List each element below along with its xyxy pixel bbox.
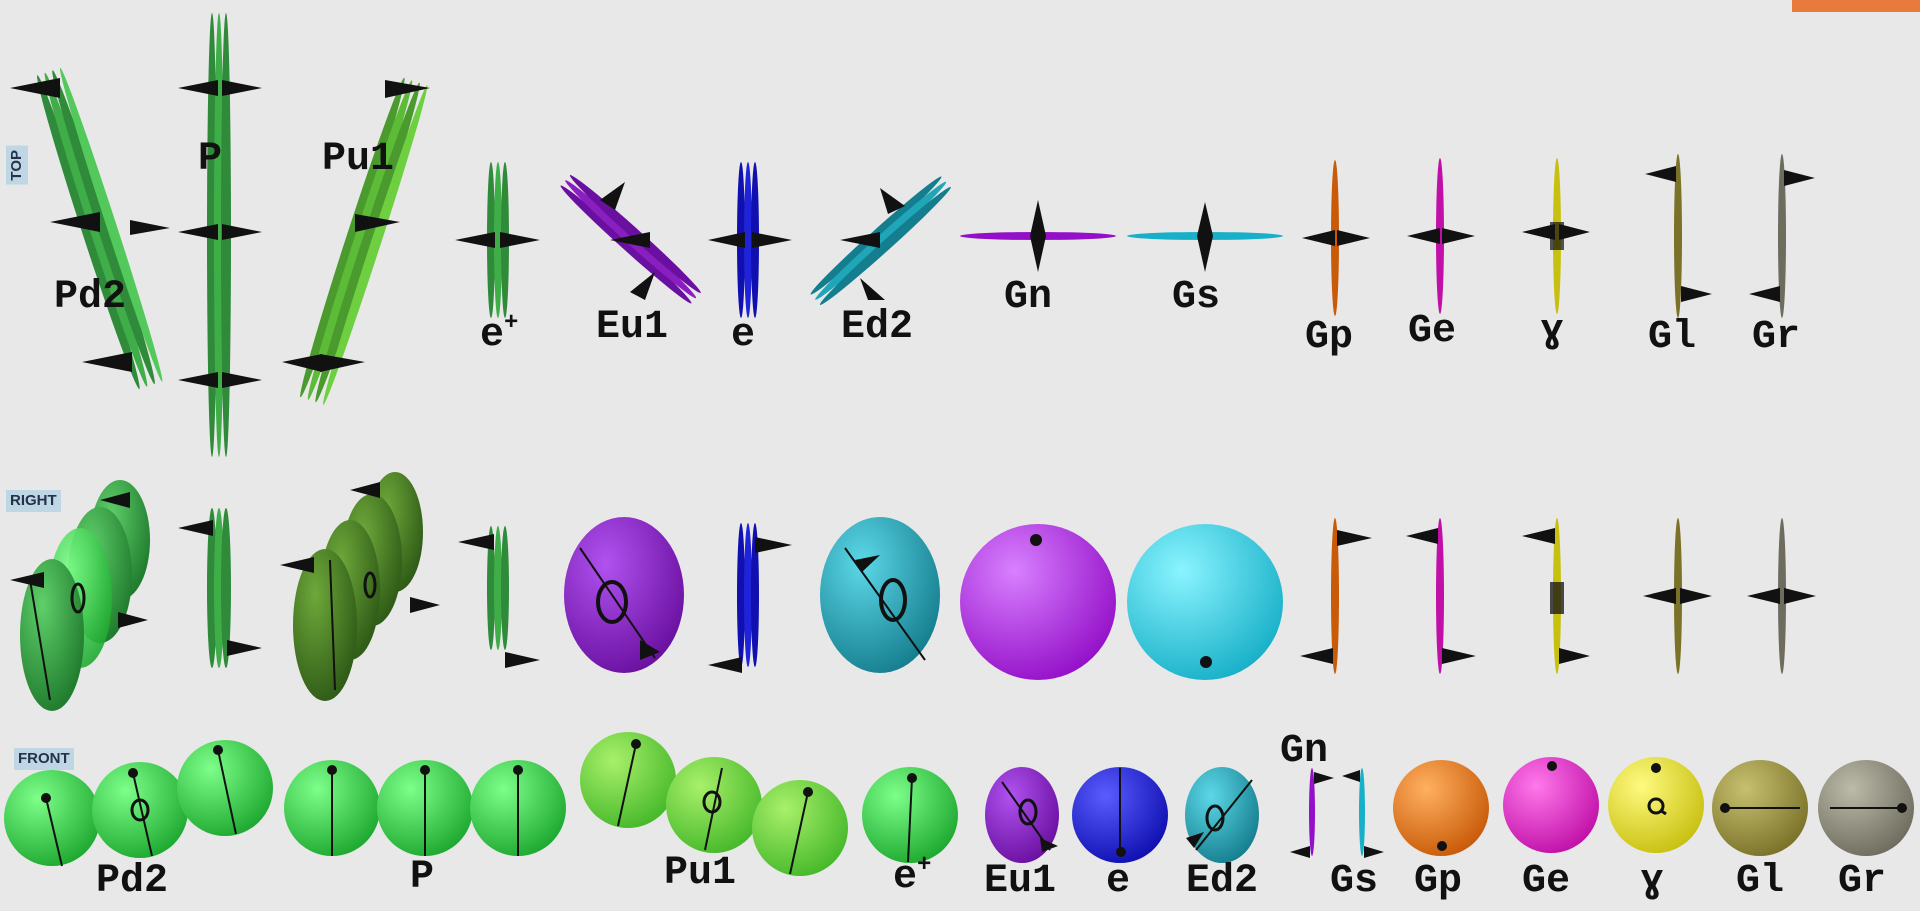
- top-gamma-disc: [1522, 158, 1590, 314]
- front-label-gl: Gl: [1736, 859, 1785, 904]
- front-e-plus-disc: [862, 767, 958, 863]
- corner-accent: [1792, 0, 1920, 12]
- top-pu1-disc-stack: [282, 77, 430, 405]
- top-e-disc: [708, 162, 792, 318]
- front-label-e: e: [1106, 859, 1131, 904]
- right-e-plus-disc: [458, 526, 540, 668]
- right-gp-disc: [1300, 518, 1372, 674]
- top-label-gamma: ɣ: [1540, 309, 1565, 354]
- top-gs-disc: [1127, 202, 1283, 272]
- top-label-e-plus-base: e: [480, 313, 505, 358]
- front-ed2-disc: [1185, 767, 1259, 863]
- view-tag-top: TOP: [6, 146, 28, 185]
- front-ge-disc: [1503, 757, 1599, 853]
- front-gn-gs-edges: [1290, 768, 1384, 858]
- front-p-discs: [284, 760, 566, 856]
- front-label-eu1: Eu1: [984, 859, 1057, 904]
- top-label-p: P: [198, 137, 223, 182]
- view-tag-front: FRONT: [14, 748, 74, 770]
- top-label-gl: Gl: [1648, 315, 1697, 360]
- top-gl-disc: [1645, 154, 1712, 318]
- front-gp-disc: [1393, 760, 1489, 856]
- front-label-e-plus-sup: +: [917, 852, 932, 879]
- top-label-gs: Gs: [1172, 275, 1221, 320]
- top-row: [10, 13, 1815, 457]
- top-label-e: e: [731, 313, 756, 358]
- front-e-disc: [1072, 767, 1168, 863]
- right-ed2-disc: [820, 517, 940, 673]
- right-e-disc: [708, 523, 792, 673]
- front-label-gn: Gn: [1280, 729, 1329, 774]
- front-label-gamma: ɣ: [1640, 859, 1665, 904]
- front-label-ed2: Ed2: [1186, 859, 1259, 904]
- right-gamma-disc: [1522, 518, 1590, 674]
- front-label-gs: Gs: [1330, 859, 1379, 904]
- top-pd2-disc-stack: [10, 67, 170, 390]
- right-eu1-disc: [564, 517, 684, 673]
- top-gn-disc: [960, 200, 1116, 272]
- view-tag-right: RIGHT: [6, 490, 61, 512]
- top-label-eu1: Eu1: [596, 305, 669, 350]
- front-row: [4, 732, 1914, 876]
- right-gn-disc: [960, 524, 1116, 680]
- front-gamma-disc: [1608, 757, 1704, 853]
- top-label-pd2: Pd2: [54, 275, 127, 320]
- front-label-gr: Gr: [1838, 859, 1887, 904]
- front-eu1-disc: [985, 767, 1059, 863]
- front-pu1-discs: [580, 732, 848, 876]
- front-label-gp: Gp: [1414, 859, 1463, 904]
- top-e-plus-disc: [455, 162, 540, 318]
- top-gp-disc: [1302, 160, 1370, 316]
- right-pd2-discs: [10, 480, 150, 711]
- top-ed2-disc: [810, 176, 951, 305]
- front-label-e-plus: e+: [893, 854, 931, 900]
- front-label-pu1: Pu1: [664, 851, 737, 896]
- front-gr-disc: [1818, 760, 1914, 856]
- top-p-disc-stack: [178, 13, 262, 457]
- front-gl-disc: [1712, 760, 1808, 856]
- top-label-gn: Gn: [1004, 275, 1053, 320]
- front-label-p: P: [410, 855, 435, 900]
- front-label-ge: Ge: [1522, 859, 1571, 904]
- top-label-e-plus: e+: [480, 312, 518, 358]
- top-ge-disc: [1407, 158, 1475, 314]
- top-label-e-plus-sup: +: [504, 310, 519, 337]
- right-gl-disc: [1643, 518, 1712, 674]
- top-gr-disc: [1749, 154, 1815, 318]
- top-eu1-disc: [560, 175, 701, 304]
- top-label-ed2: Ed2: [841, 305, 914, 350]
- front-pd2-discs: [4, 740, 273, 867]
- right-gr-disc: [1747, 518, 1816, 674]
- top-label-pu1: Pu1: [322, 137, 395, 182]
- front-label-pd2: Pd2: [96, 859, 169, 904]
- top-label-gp: Gp: [1305, 315, 1354, 360]
- right-pu1-discs: [280, 472, 440, 701]
- right-row: [10, 472, 1816, 711]
- front-label-e-plus-base: e: [893, 855, 918, 900]
- top-label-ge: Ge: [1408, 309, 1457, 354]
- right-ge-disc: [1406, 518, 1476, 674]
- right-gs-disc: [1127, 524, 1283, 680]
- top-label-gr: Gr: [1752, 315, 1801, 360]
- right-p-disc: [178, 508, 262, 668]
